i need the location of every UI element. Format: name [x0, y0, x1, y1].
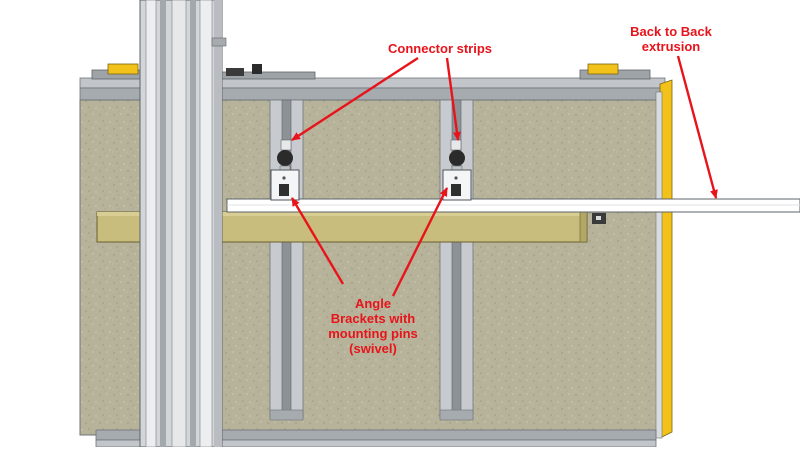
yellow-clamp-right — [587, 63, 619, 75]
yellow-side-edge — [655, 79, 673, 439]
yellow-clamp-left — [107, 63, 139, 75]
label-angle-line4: (swivel) — [349, 341, 397, 356]
annotation-arrows — [290, 55, 718, 297]
label-angle-line1: Angle — [354, 296, 392, 311]
label-back-to-back: Back to Back extrusion — [626, 24, 716, 54]
arrow-connector-right — [445, 57, 461, 141]
label-connector-strips: Connector strips — [388, 41, 493, 56]
arrow-connector-left — [291, 56, 419, 142]
angle-bracket-right — [442, 169, 472, 201]
label-back-to-back-line2: extrusion — [641, 39, 701, 54]
label-back-to-back-line1: Back to Back — [630, 24, 712, 39]
arrow-extrusion — [676, 55, 718, 199]
label-angle-brackets: Angle Brackets with mounting pins (swive… — [318, 296, 428, 356]
back-to-back-extrusion — [226, 198, 800, 213]
top-knob — [226, 64, 262, 76]
extrusion-end-clip — [592, 213, 606, 224]
angle-bracket-left — [270, 169, 300, 201]
arrow-bracket-right — [391, 187, 449, 297]
connector-strip-left — [277, 139, 293, 173]
label-angle-line2: Brackets with — [330, 311, 416, 326]
arrow-bracket-left — [290, 197, 345, 285]
label-angle-line3: mounting pins — [328, 326, 418, 341]
tall-vertical-extrusion — [139, 0, 227, 448]
